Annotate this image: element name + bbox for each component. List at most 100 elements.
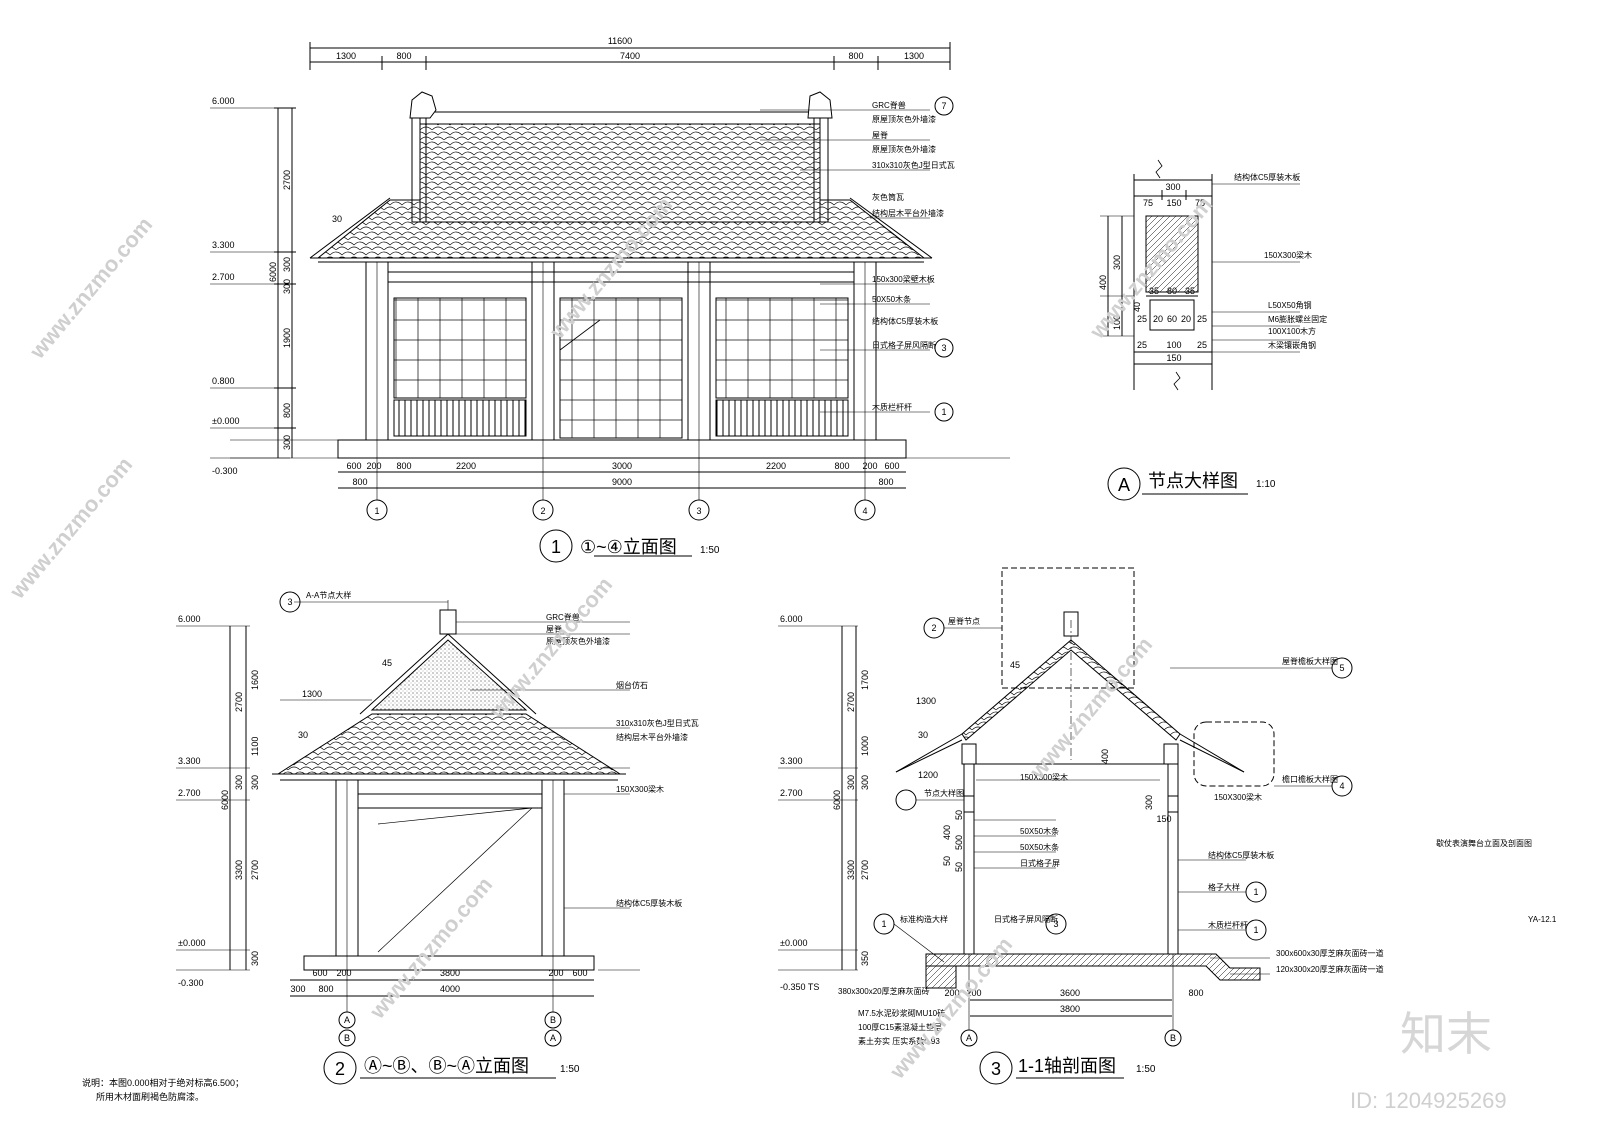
layer: 100厚C15素混凝土垫层 (858, 1022, 942, 1032)
dim-5: 1300 (904, 51, 924, 61)
callout: 150X300梁木 (1264, 250, 1312, 260)
axis-1: 1 (374, 506, 379, 516)
callout: 结构层木平台外墙漆 (872, 208, 944, 218)
axis: B (344, 1033, 350, 1043)
level-0800: 0.800 (212, 376, 235, 386)
axis: A (966, 1033, 972, 1043)
elevation-1-labels: 11600 1300 800 7400 800 1300 6.000 3.300… (212, 36, 955, 557)
level: 3.300 (780, 756, 803, 766)
elevation-2-labels: 6.000 3.300 2.700 ±0.000 -0.300 1600 110… (178, 590, 699, 1079)
drawing-title: ①~④立面图 (580, 537, 677, 557)
tag: 1 (1253, 925, 1258, 935)
vdim: 300 (250, 775, 260, 790)
dim: 25 (1137, 314, 1147, 324)
bdim2-2: 9000 (612, 477, 632, 487)
callout: 灰色筒瓦 (872, 192, 904, 202)
callout: 原屋顶灰色外墙漆 (872, 114, 936, 124)
level-6000: 6.000 (212, 96, 235, 106)
axis-3: 3 (696, 506, 701, 516)
tag: 2 (931, 623, 936, 633)
axis: A (344, 1015, 350, 1025)
bdim: 200 (336, 968, 351, 978)
axis: A (550, 1033, 556, 1043)
dim-total: 11600 (608, 36, 632, 46)
level-3300: 3.300 (212, 240, 235, 250)
bdim-6: 2200 (766, 461, 786, 471)
callout: 日式格子屏风隔断 (872, 340, 936, 350)
dim: 1200 (918, 770, 938, 780)
elevation-2 (176, 591, 640, 1085)
callout: 50X50木条 (1020, 826, 1059, 836)
sheet-name: 歇仗表演舞台立面及剖面图 (1436, 838, 1532, 848)
axis-2: 2 (540, 506, 545, 516)
drawing-number: 2 (335, 1059, 345, 1079)
callout: A-A节点大样 (306, 590, 351, 600)
detail-a-labels: 300 75 150 75 400 300 100 35 80 35 25 20… (1098, 172, 1327, 495)
level-neg0300: -0.300 (212, 466, 238, 476)
callout-tag: 7 (941, 101, 946, 111)
vdim: 1600 (250, 670, 260, 690)
callout: 原屋顶灰色外墙漆 (546, 636, 610, 646)
drawing-title: Ⓐ~Ⓑ、Ⓑ~Ⓐ立面图 (364, 1056, 529, 1076)
vdim: 2700 (846, 692, 856, 712)
note-line-2: 所用木材面刷褐色防腐漆。 (96, 1091, 204, 1102)
vdim-300a: 300 (282, 257, 292, 272)
image-id-watermark: ID: 1204925269 (1350, 1088, 1507, 1113)
layer: M7.5水泥砂浆砌MU10砖 (858, 1008, 945, 1018)
bdim: 200 (548, 968, 563, 978)
dim: 1300 (302, 689, 322, 699)
callout: 50X50木条 (1020, 842, 1059, 852)
axis-4: 4 (862, 506, 867, 516)
level: ±0.000 (178, 938, 205, 948)
callout: 120x300x20厚芝麻灰面砖一道 (1276, 964, 1384, 974)
dim: 35 (1149, 286, 1159, 296)
roof-angle: 30 (332, 214, 342, 224)
callout: 结构体C5厚装木板 (872, 316, 938, 326)
callout: 屋脊檐板大样图 (1282, 656, 1338, 666)
layer: 380x300x20厚芝麻灰面砖 (838, 986, 930, 996)
vdim: 300 (846, 775, 856, 790)
tag: 5 (1339, 663, 1344, 673)
dim: 25 (1197, 314, 1207, 324)
watermark-text: www.znzmo.com (24, 212, 157, 364)
callout: 310x310灰色J型日式瓦 (616, 718, 699, 728)
dim: 50 (954, 862, 964, 872)
callout: 屋脊 (872, 130, 888, 140)
bdim: 3800 (440, 968, 460, 978)
vdim: 6000 (832, 790, 842, 810)
vdim: 2700 (860, 860, 870, 880)
angle: 30 (298, 730, 308, 740)
callout: 木质栏杆杆 (872, 402, 912, 412)
tag: 3 (1053, 919, 1058, 929)
dim: 40 (1132, 302, 1142, 312)
vdim: 6000 (220, 790, 230, 810)
vdim: 3300 (846, 860, 856, 880)
level: 2.700 (178, 788, 201, 798)
callout: 50X50木条 (872, 294, 911, 304)
callout: 日式格子屏风隔断 (994, 914, 1058, 924)
callout: GRC脊兽 (872, 100, 906, 110)
tag: 4 (1339, 781, 1344, 791)
vdim: 1700 (860, 670, 870, 690)
callout: 结构体C5厚装木板 (616, 898, 682, 908)
elevation-1 (210, 42, 1010, 563)
dim: 300 (1165, 182, 1180, 192)
level: 2.700 (780, 788, 803, 798)
dim: 75 (1195, 198, 1205, 208)
callout: 150X300梁木 (1020, 772, 1068, 782)
detail-letter: A (1118, 475, 1130, 495)
dim: 50 (954, 810, 964, 820)
tag: 3 (287, 597, 292, 607)
callout: 结构体C5厚装木板 (1234, 172, 1300, 182)
detail-title: 节点大样图 (1148, 471, 1238, 491)
bdim: 3600 (1060, 988, 1080, 998)
watermark-text: www.znzmo.com (364, 872, 497, 1024)
callout: 结构层木平台外墙漆 (616, 732, 688, 742)
callout: 150x300梁壁木板 (872, 274, 935, 284)
dim: 20 (1153, 314, 1163, 324)
bdim-4: 2200 (456, 461, 476, 471)
sheet-code: YA-12.1 (1528, 915, 1557, 924)
level: -0.350 TS (780, 982, 819, 992)
bdim-1: 600 (346, 461, 361, 471)
bdim-2: 200 (366, 461, 381, 471)
